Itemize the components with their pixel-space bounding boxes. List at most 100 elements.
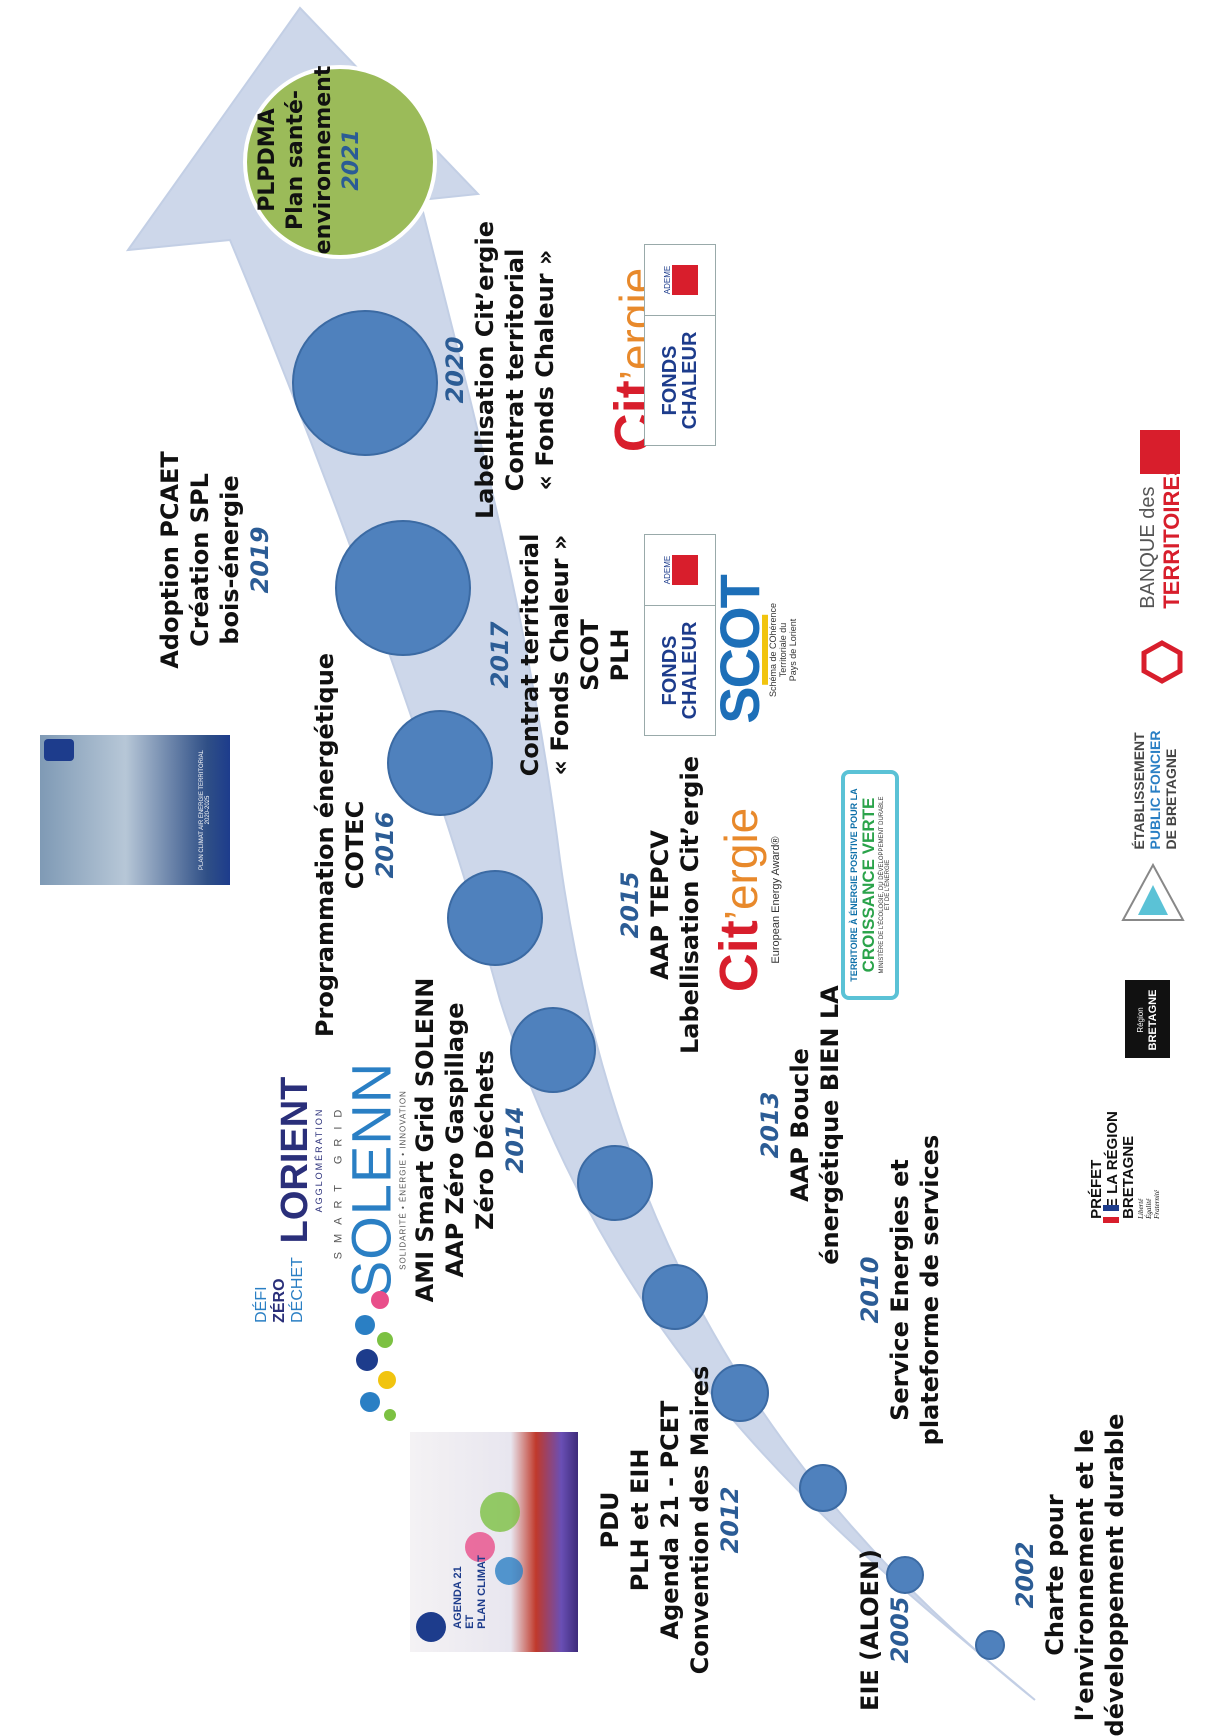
milestone-2021-line1: PLPDMA [255, 108, 280, 212]
prefet-line6: Fraternité [1153, 1190, 1161, 1219]
milestone-2017-line4: PLH [606, 628, 634, 682]
milestone-2015-line2: Labellisation Cit’ergie [676, 756, 704, 1054]
banque-hexagon-icon [1141, 640, 1183, 684]
agenda21-cover-image: AGENDA 21 ET PLAN CLIMAT [410, 1432, 578, 1652]
milestone-2017-line2: « Fonds Chaleur » [546, 534, 574, 776]
tepcv-line2: CROISSANCE VERTE [859, 797, 878, 973]
year-2021: 2021 [339, 129, 364, 191]
epf-line1: ÉTABLISSEMENT [1131, 732, 1147, 850]
dot-2012 [711, 1364, 769, 1422]
defi-line3: DÉCHET [289, 1257, 306, 1323]
milestone-2017-line1: Contrat territorial [516, 533, 544, 777]
lorient-badge-icon [44, 739, 74, 761]
year-2019: 2019 [246, 526, 274, 594]
milestone-2014-line3: Zéro Déchets [471, 1050, 499, 1230]
prefet-line2: DE LA RÉGION [1104, 1111, 1121, 1219]
tepcv-line4: ET DE L’ÉNERGIE [885, 859, 891, 911]
dot-2005 [886, 1556, 924, 1594]
milestone-2002-line2: l’environnement et le [1071, 1428, 1099, 1722]
milestone-2016-line2: COTEC [341, 800, 369, 890]
milestone-2012-line1: PDU [596, 1491, 624, 1549]
caisse-depots-icon [1140, 430, 1180, 474]
milestone-2019-line1: Adoption PCAET [156, 451, 184, 669]
dot-2013 [642, 1264, 708, 1330]
dot-2021 [243, 65, 437, 259]
milestone-2002-line3: développement durable [1101, 1413, 1129, 1736]
dot-2010 [799, 1464, 847, 1512]
scot-sub1: Schéma de COhérence [768, 602, 778, 698]
fonds-chaleur-line2: CHALEUR [679, 331, 701, 430]
agenda-cover-line3: PLAN CLIMAT [476, 1555, 488, 1629]
lorient-badge-icon [416, 1612, 446, 1642]
year-2002: 2002 [1011, 1541, 1039, 1609]
milestone-2021-line3: environnement [311, 65, 336, 255]
lorient-sub: AGGLOMÉRATION [314, 1107, 324, 1213]
citergie-brand-b: ’ergie [715, 807, 767, 921]
ademe-flag-icon [671, 265, 698, 295]
year-2013: 2013 [756, 1091, 784, 1159]
epf-line2: PUBLIC FONCIER [1147, 730, 1163, 850]
defi-line1: DÉFI [253, 1286, 270, 1323]
fonds-chaleur-line1: FONDS [659, 345, 681, 416]
milestone-2019-line2: Création SPL [186, 473, 214, 647]
prefet-line1: PRÉFET [1088, 1159, 1105, 1219]
scot-brand: SCOT [708, 576, 771, 724]
fonds-chaleur-line1: FONDS [659, 635, 681, 706]
scot-sub3: Pays de Lorient [788, 618, 798, 682]
milestone-2020-line1: Labellisation Cit’ergie [471, 221, 499, 519]
agenda-cover-line2: ET [464, 1614, 476, 1629]
year-2016: 2016 [371, 811, 399, 879]
defi-line2: ZÉRO [271, 1278, 288, 1323]
dot-2016 [447, 870, 543, 966]
milestone-2020-line2: Contrat territorial [501, 248, 529, 492]
epf-line3: DE BRETAGNE [1163, 748, 1179, 850]
milestone-2005-line1: EIE (ALOEN) [856, 1549, 884, 1711]
dot-2002 [975, 1630, 1005, 1660]
milestone-2017-line3: SCOT [576, 619, 604, 691]
year-2014: 2014 [501, 1106, 529, 1174]
agenda-cover-line1: AGENDA 21 [452, 1566, 464, 1629]
milestone-2013-line1: AAP Boucle [786, 1048, 814, 1202]
milestone-2014-line1: AMI Smart Grid SOLENN [411, 977, 439, 1303]
milestone-2020-line3: « Fonds Chaleur » [531, 249, 559, 491]
banque-line2: TERRITOIRES [1159, 461, 1184, 609]
citergie-sub: European Energy Award® [770, 836, 782, 964]
citergie-brand-a: Cit [709, 920, 769, 993]
tepcv-line1: TERRITOIRE À ÉNERGIE POSITIVE POUR LA [849, 788, 859, 982]
milestone-2010-line2: plateforme de services [916, 1134, 944, 1446]
year-2020: 2020 [441, 336, 469, 404]
prefet-line3: BRETAGNE [1120, 1135, 1137, 1219]
epf-triangle-icon [1121, 862, 1185, 921]
year-2010: 2010 [856, 1256, 884, 1324]
milestone-2012-line3: Agenda 21 - PCET [656, 1400, 684, 1640]
year-2012: 2012 [716, 1486, 744, 1554]
region-line2: BRETAGNE [1147, 989, 1159, 1051]
milestone-2016-line1: Programmation énergétique [311, 652, 339, 1038]
dot-2015 [510, 1007, 596, 1093]
milestone-2002-line1: Charte pour [1041, 1494, 1069, 1656]
year-2015: 2015 [616, 871, 644, 939]
ademe-text: ADEME [662, 555, 672, 585]
pcaet-cover-image: PLAN CLIMAT AIR ENERGIE TERRITORIAL 2020… [40, 735, 230, 885]
dot-2019 [335, 520, 471, 656]
agenda-bubble-icon [480, 1492, 520, 1532]
milestone-2010-line1: Service Energies et [886, 1159, 914, 1421]
prefet-line5: Égalité [1145, 1198, 1153, 1219]
banque-line1: BANQUE des [1137, 486, 1159, 609]
dot-2017 [387, 710, 493, 816]
lorient-brand: LORIENT [274, 1076, 316, 1244]
milestone-2012-line2: PLH et EIH [626, 1448, 654, 1592]
year-2017: 2017 [486, 621, 514, 689]
milestone-2012-line4: Convention des Maires [686, 1365, 714, 1675]
solenn-dots-icon [355, 1291, 396, 1421]
marianne-flag-icon [1103, 1205, 1119, 1223]
region-line1: Région [1136, 1007, 1145, 1033]
dot-2020 [292, 310, 438, 456]
milestone-2019-line3: bois-énergie [216, 475, 244, 645]
milestone-2015-line1: AAP TEPCV [646, 830, 674, 980]
ademe-text: ADEME [662, 265, 672, 295]
dot-2014 [577, 1145, 653, 1221]
agenda-bubble-icon [465, 1532, 495, 1562]
